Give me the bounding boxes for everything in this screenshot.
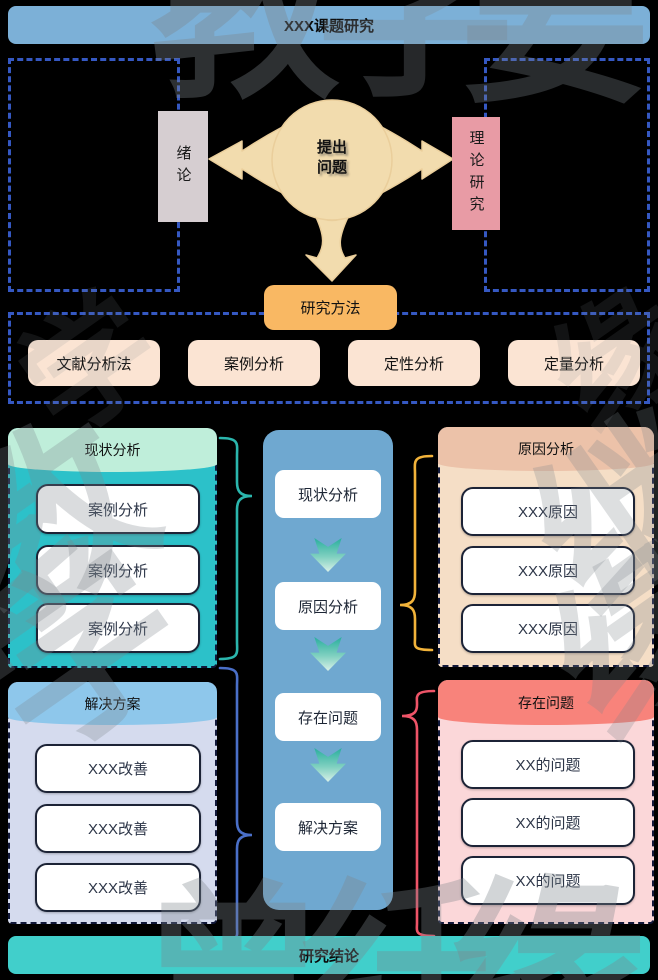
flow-step-label: 原因分析: [297, 598, 358, 616]
panel-item-label: XXX原因: [517, 621, 578, 638]
conclusion-bar-label: 研究结论: [298, 947, 359, 965]
research-method-label: 研究方法: [300, 300, 361, 317]
panel-solution: 解决方案 XXX改善 XXX改善 XXX改善: [8, 682, 217, 924]
method-item-literature: 文献分析法: [28, 340, 160, 386]
panel-item-label: XXX原因: [517, 504, 578, 521]
panel-cause-item: XXX原因: [461, 546, 635, 595]
panel-status-header: 现状分析: [8, 428, 217, 472]
panel-item-label: XX的问题: [515, 815, 581, 832]
flow-step-problem: 存在问题: [275, 693, 381, 741]
panel-problem-item: XX的问题: [461, 856, 635, 905]
method-item-label: 文献分析法: [56, 355, 132, 373]
panel-cause-item: XXX原因: [461, 604, 635, 653]
brace-cause: [399, 454, 434, 652]
brace-solution: [218, 666, 253, 942]
question-label-line1: 提出: [316, 139, 347, 156]
panel-solution-item: XXX改善: [35, 804, 201, 853]
down-arrow-icon: [310, 748, 346, 782]
flow-step-label: 存在问题: [297, 709, 358, 727]
panel-cause-header: 原因分析: [438, 427, 654, 471]
flow-step-status: 现状分析: [275, 470, 381, 518]
method-item-case: 案例分析: [188, 340, 320, 386]
method-item-qualitative: 定性分析: [348, 340, 480, 386]
flow-step-solution: 解决方案: [275, 803, 381, 851]
blob-circle: [271, 99, 393, 221]
panel-status-item: 案例分析: [36, 484, 200, 534]
flow-step-label: 现状分析: [297, 486, 358, 504]
conclusion-bar: 研究结论: [8, 936, 650, 974]
panel-status-item: 案例分析: [36, 545, 200, 595]
theory-node-label: 理论研究: [467, 129, 485, 218]
panel-item-label: 案例分析: [87, 562, 148, 580]
panel-item-label: XX的问题: [515, 757, 581, 774]
question-label-line2: 问题: [316, 159, 347, 176]
panel-item-label: XX的问题: [515, 873, 581, 890]
panel-item-label: XXX改善: [87, 821, 148, 838]
panel-status-item: 案例分析: [36, 603, 200, 653]
title-bar: XXX课题研究: [8, 6, 650, 44]
panel-problem: 存在问题 XX的问题 XX的问题 XX的问题: [438, 680, 654, 924]
panel-cause-item: XXX原因: [461, 487, 635, 536]
panel-status: 现状分析 案例分析 案例分析 案例分析: [8, 428, 217, 668]
panel-solution-header: 解决方案: [8, 682, 217, 725]
question-blob-shape: [208, 99, 454, 282]
down-arrow-icon: [310, 637, 346, 671]
intro-node: 绪论: [158, 111, 208, 222]
down-arrow-icon: [310, 538, 346, 572]
panel-solution-item: XXX改善: [35, 744, 201, 793]
panel-item-label: 案例分析: [87, 620, 148, 638]
panel-cause: 原因分析 XXX原因 XXX原因 XXX原因: [438, 427, 654, 667]
method-item-label: 定性分析: [383, 355, 444, 373]
question-node: 提出 问题: [292, 138, 372, 178]
panel-item-label: 案例分析: [87, 501, 148, 519]
method-item-label: 定量分析: [543, 355, 604, 373]
panel-problem-item: XX的问题: [461, 740, 635, 789]
panel-solution-item: XXX改善: [35, 863, 201, 912]
panel-item-label: XXX改善: [87, 761, 148, 778]
intro-node-label: 绪论: [174, 144, 192, 189]
panel-problem-item: XX的问题: [461, 798, 635, 847]
panel-problem-header: 存在问题: [438, 680, 654, 725]
flow-column: 现状分析 原因分析 存在问题 解决方案: [263, 430, 393, 910]
flow-step-label: 解决方案: [297, 819, 358, 837]
research-method-node: 研究方法: [264, 285, 397, 330]
theory-dashed-region: [484, 58, 650, 292]
panel-solution-title: 解决方案: [84, 695, 141, 712]
brace-problem: [401, 689, 436, 938]
blob-down-arrow: [305, 212, 357, 282]
panel-item-label: XXX改善: [87, 880, 148, 897]
brace-status: [218, 436, 253, 661]
theory-node: 理论研究: [452, 117, 500, 230]
panel-item-label: XXX原因: [517, 563, 578, 580]
intro-dashed-region: [8, 58, 180, 292]
method-item-label: 案例分析: [223, 355, 284, 373]
panel-problem-title: 存在问题: [518, 694, 574, 711]
panel-cause-title: 原因分析: [518, 441, 574, 457]
method-item-quantitative: 定量分析: [508, 340, 640, 386]
flow-step-cause: 原因分析: [275, 582, 381, 630]
panel-status-title: 现状分析: [84, 442, 141, 458]
title-bar-label: XXX课题研究: [283, 17, 374, 35]
